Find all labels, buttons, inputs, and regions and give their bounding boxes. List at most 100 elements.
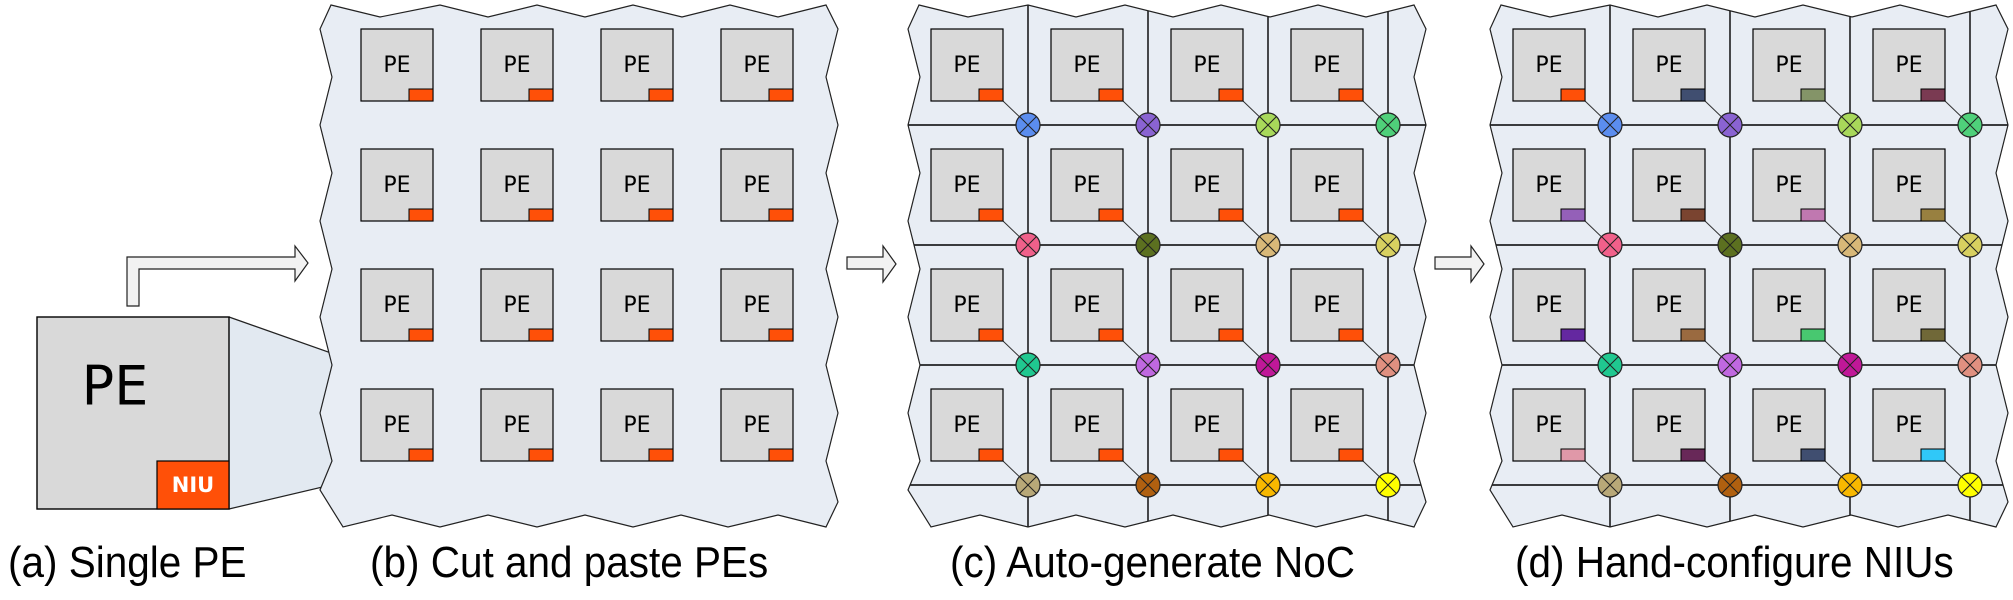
pe-label: PE [953, 293, 980, 318]
pe-3-3: PE [720, 388, 794, 462]
niu-block [1338, 208, 1364, 222]
pe-label: PE [1655, 293, 1682, 318]
router [1015, 352, 1041, 378]
pe-3-2: PE [600, 388, 674, 462]
niu-block [768, 448, 794, 462]
router [1957, 232, 1983, 258]
router [1015, 232, 1041, 258]
niu-block [1800, 328, 1826, 342]
pe-1-1: PE [1632, 148, 1706, 222]
arrows [126, 244, 1485, 307]
panel-border [1489, 4, 2009, 528]
pe-label: PE [623, 293, 650, 318]
niu-block [1098, 208, 1124, 222]
caption-a: (a) Single PE [8, 538, 247, 587]
router [1837, 112, 1863, 138]
pe-label: PE [953, 173, 980, 198]
router-cross [1019, 116, 1037, 134]
router [1717, 352, 1743, 378]
niu-block [768, 208, 794, 222]
pe-1-2: PE [1752, 148, 1826, 222]
niu-block [648, 448, 674, 462]
router-cross [1019, 356, 1037, 374]
niu-block [1560, 448, 1586, 462]
pe-label: PE [743, 293, 770, 318]
pe-label: PE [383, 53, 410, 78]
pe-0-2: PE [1752, 28, 1826, 102]
niu-block [1218, 208, 1244, 222]
router-cross [1139, 116, 1157, 134]
pe-1-3: PE [720, 148, 794, 222]
pe-1-2: PE [1170, 148, 1244, 222]
caption-b: (b) Cut and paste PEs [370, 538, 769, 587]
niu-block [978, 448, 1004, 462]
router [1255, 112, 1281, 138]
pe-3-0: PE [1512, 388, 1586, 462]
pe-2-0: PE [360, 268, 434, 342]
niu-block [528, 328, 554, 342]
router [1375, 112, 1401, 138]
pe-label: PE [953, 53, 980, 78]
pe-box [930, 268, 1004, 342]
niu-block [1680, 448, 1706, 462]
niu-block [528, 88, 554, 102]
router [1957, 112, 1983, 138]
pe-label: PE [1535, 53, 1562, 78]
niu-block [408, 88, 434, 102]
pe-0-0: PE [1512, 28, 1586, 102]
niu-block [1800, 88, 1826, 102]
niu-block [1218, 448, 1244, 462]
pe-label: PE [1073, 293, 1100, 318]
niu-block [1920, 328, 1946, 342]
router-cross [1721, 236, 1739, 254]
arrow-c-to-d [1434, 244, 1485, 284]
router-cross [1601, 356, 1619, 374]
router [1717, 232, 1743, 258]
pe-2-2: PE [600, 268, 674, 342]
router [1717, 112, 1743, 138]
pe-label: PE [1655, 413, 1682, 438]
pe-1-3: PE [1290, 148, 1364, 222]
pe-3-3: PE [1872, 388, 1946, 462]
pe-label: PE [503, 173, 530, 198]
router [1837, 472, 1863, 498]
router [1957, 472, 1983, 498]
niu-block [1920, 208, 1946, 222]
pe-0-3: PE [1872, 28, 1946, 102]
pe-label: PE [1655, 173, 1682, 198]
pe-1-1: PE [480, 148, 554, 222]
noc-links [1490, 5, 2008, 527]
router [1255, 352, 1281, 378]
pe-box [480, 28, 554, 102]
pe-3-0: PE [360, 388, 434, 462]
pe-2-3: PE [720, 268, 794, 342]
router-cross [1961, 236, 1979, 254]
router-cross [1139, 356, 1157, 374]
pe-2-2: PE [1752, 268, 1826, 342]
pe-1-0: PE [930, 148, 1004, 222]
pe-label: PE [503, 413, 530, 438]
pe-0-2: PE [1170, 28, 1244, 102]
niu-block [648, 328, 674, 342]
pe-1-1: PE [1050, 148, 1124, 222]
router-cross [1721, 116, 1739, 134]
router-cross [1019, 476, 1037, 494]
pe-label: PE [1535, 413, 1562, 438]
niu-block [1560, 88, 1586, 102]
router-cross [1721, 476, 1739, 494]
panel-border [907, 4, 1427, 528]
panel-background [320, 5, 838, 527]
pe-0-1: PE [480, 28, 554, 102]
pe-label: PE [1895, 173, 1922, 198]
router-cross [1961, 356, 1979, 374]
niu-block [1920, 88, 1946, 102]
pe-3-2: PE [1752, 388, 1826, 462]
router [1015, 112, 1041, 138]
pe-label: PE [383, 413, 410, 438]
niu-block [408, 448, 434, 462]
router [1837, 232, 1863, 258]
pe-label: PE [1535, 293, 1562, 318]
router-cross [1601, 476, 1619, 494]
pe-0-3: PE [720, 28, 794, 102]
router-cross [1841, 116, 1859, 134]
